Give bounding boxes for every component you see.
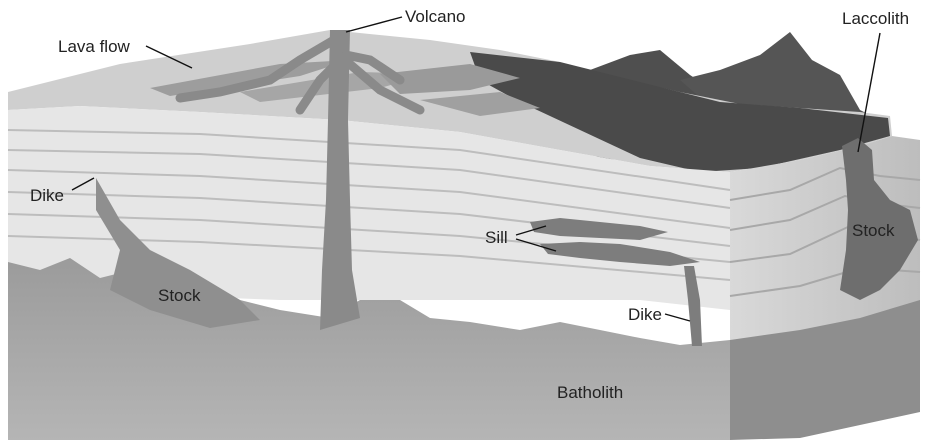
label-stock-left: Stock — [158, 287, 201, 304]
leader-sill-2 — [516, 239, 556, 251]
label-stock-right: Stock — [852, 222, 895, 239]
label-batholith: Batholith — [557, 384, 623, 401]
label-volcano: Volcano — [405, 8, 466, 25]
leader-laccolith — [858, 33, 880, 152]
leader-dike-right — [665, 314, 690, 321]
label-laccolith: Laccolith — [842, 10, 909, 27]
leader-lava-flow — [146, 46, 192, 68]
label-dike-right: Dike — [628, 306, 662, 323]
label-lava-flow: Lava flow — [58, 38, 130, 55]
label-sill: Sill — [485, 229, 508, 246]
leader-sill-1 — [516, 226, 546, 235]
leader-volcano — [346, 17, 402, 32]
label-dike-left: Dike — [30, 187, 64, 204]
leader-dike-left — [72, 178, 94, 190]
